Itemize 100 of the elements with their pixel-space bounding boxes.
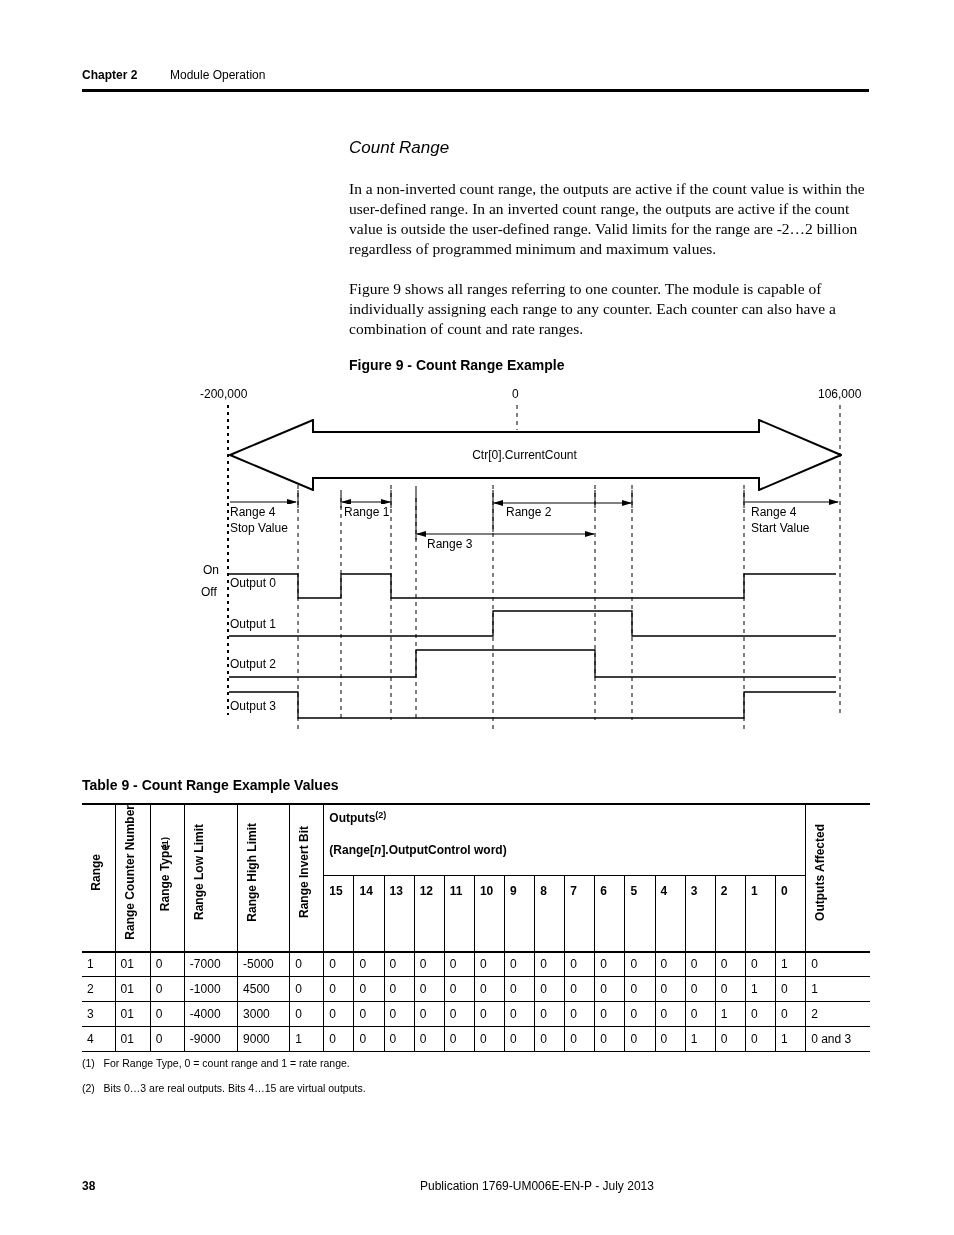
table-value: 01 — [120, 957, 134, 972]
bit-header: 15 — [329, 883, 343, 898]
table-value: -7000 — [189, 957, 221, 972]
bit-header: 12 — [419, 883, 434, 898]
table-value: 0 — [155, 1007, 163, 1022]
range-label: Range 2 — [506, 504, 552, 520]
table-value: 0 — [510, 982, 517, 997]
table-value: 0 — [419, 1032, 427, 1047]
figure-title: Figure 9 - Count Range Example — [349, 356, 565, 375]
table-value: 0 — [479, 957, 487, 972]
table-value: 01 — [120, 1007, 134, 1022]
table-value: 0 — [781, 982, 788, 997]
column-header: Range Low Limit — [190, 824, 207, 921]
table-value: 0 — [720, 957, 728, 972]
table-value: 0 — [389, 957, 397, 972]
signal-label: Output 1 — [230, 616, 277, 632]
signal-label: Output 2 — [230, 656, 277, 672]
bit-header: 7 — [570, 883, 577, 898]
table-value: 0 — [479, 1007, 487, 1022]
table-value: 0 — [479, 1032, 487, 1047]
publication-info: Publication 1769-UM006E-EN-P - July 2013 — [420, 1178, 654, 1195]
table-value: 0 — [630, 1007, 638, 1022]
table-value: 0 — [570, 957, 577, 972]
table-value: 0 — [600, 982, 608, 997]
bit-header: 2 — [720, 883, 728, 898]
table-value: 3 — [87, 1007, 94, 1022]
column-header: Range High Limit — [244, 823, 261, 922]
table-value: 0 — [660, 957, 668, 972]
table-value: -1000 — [189, 982, 221, 997]
column-header: Range — [88, 854, 104, 891]
page-number: 38 — [82, 1178, 96, 1195]
bit-header: 10 — [479, 883, 494, 898]
table-value: 0 — [630, 982, 638, 997]
table-value: 0 — [389, 1032, 397, 1047]
table-value: 0 — [781, 1007, 788, 1022]
bit-header: 6 — [600, 883, 608, 898]
table-value: 0 — [720, 1032, 728, 1047]
table-value: 0 — [419, 1007, 427, 1022]
table-value: 0 — [449, 1007, 457, 1022]
axis-value: 106,000 — [818, 386, 862, 402]
arrow-label: Ctr[0].CurrentCount — [472, 447, 577, 464]
table-value: 0 — [419, 982, 427, 997]
table-value: 0 — [449, 982, 457, 997]
axis-value: -200,000 — [200, 386, 248, 402]
bit-header: 14 — [359, 883, 373, 898]
table-value: 2 — [87, 982, 94, 997]
bit-header: 9 — [510, 883, 517, 898]
table-value: 0 — [540, 1007, 547, 1022]
chapter-title: Module Operation — [170, 67, 266, 84]
bit-header: 4 — [660, 883, 668, 898]
table-value: 0 — [329, 1007, 337, 1022]
table-value: 1 — [720, 1007, 728, 1022]
table-value: 0 — [389, 1007, 397, 1022]
table-value: 0 — [660, 982, 668, 997]
double-arrow-shape — [229, 419, 842, 491]
table-value: 0 — [630, 957, 638, 972]
table-value: -5000 — [243, 957, 274, 972]
table-value: 0 — [570, 1007, 577, 1022]
table-value: 0 — [419, 957, 427, 972]
column-header: Outputs$^{(2)}$ — [329, 809, 388, 827]
paragraph: Figure 9 shows all ranges referring to one counter. The module is capable of individually assigning each range to any counter. Each counter can also have a combination of count and rate ranges. — [349, 279, 837, 339]
section-heading: Count Range — [349, 137, 450, 159]
table-value: 0 — [155, 1032, 163, 1047]
table-value: 0 — [510, 957, 517, 972]
table-value: 4 — [87, 1032, 94, 1047]
table-value: 0 — [510, 1032, 517, 1047]
table-value: 0 — [750, 1007, 758, 1022]
table-value: 1 — [811, 982, 818, 997]
table-value: 0 — [329, 982, 337, 997]
table-value: 1 — [781, 957, 788, 972]
table-value: -9000 — [189, 1032, 221, 1047]
table-value: 0 — [660, 1007, 668, 1022]
table-value: 0 — [155, 982, 163, 997]
table-value: 4500 — [243, 982, 270, 997]
table-value: 1 — [781, 1032, 788, 1047]
footnote: (2) Bits 0…3 are real outputs. Bits 4…15 are virtual outputs. — [82, 1081, 366, 1096]
table-value: 0 — [750, 1032, 758, 1047]
table-value: 3000 — [243, 1007, 270, 1022]
bit-header: 13 — [389, 883, 403, 898]
column-header: (Range[n].OutputControl word) — [329, 842, 508, 859]
table-value: 0 — [540, 1032, 547, 1047]
table-value: 0 — [295, 982, 302, 997]
table-value: 0 — [155, 957, 163, 972]
table-value: 1 — [87, 957, 94, 972]
table-value: 01 — [120, 1032, 134, 1047]
signal-label: Output 3 — [230, 698, 277, 714]
column-header: Outputs Affected — [812, 823, 829, 921]
column-header: Range Invert Bit — [296, 826, 313, 919]
table-value: 0 — [720, 982, 728, 997]
table-value: 0 — [690, 957, 698, 972]
table-value: 0 — [630, 1032, 638, 1047]
table-value: 0 — [359, 1007, 367, 1022]
table-value: 0 — [690, 1007, 698, 1022]
column-header: Range Counter Number — [121, 805, 138, 940]
table-value: 0 — [690, 982, 698, 997]
table-value: 0 — [540, 982, 547, 997]
table-value: 0 — [600, 957, 608, 972]
table-value: 1 — [750, 982, 758, 997]
bit-header: 3 — [690, 883, 698, 898]
table-value: 0 — [359, 1032, 367, 1047]
